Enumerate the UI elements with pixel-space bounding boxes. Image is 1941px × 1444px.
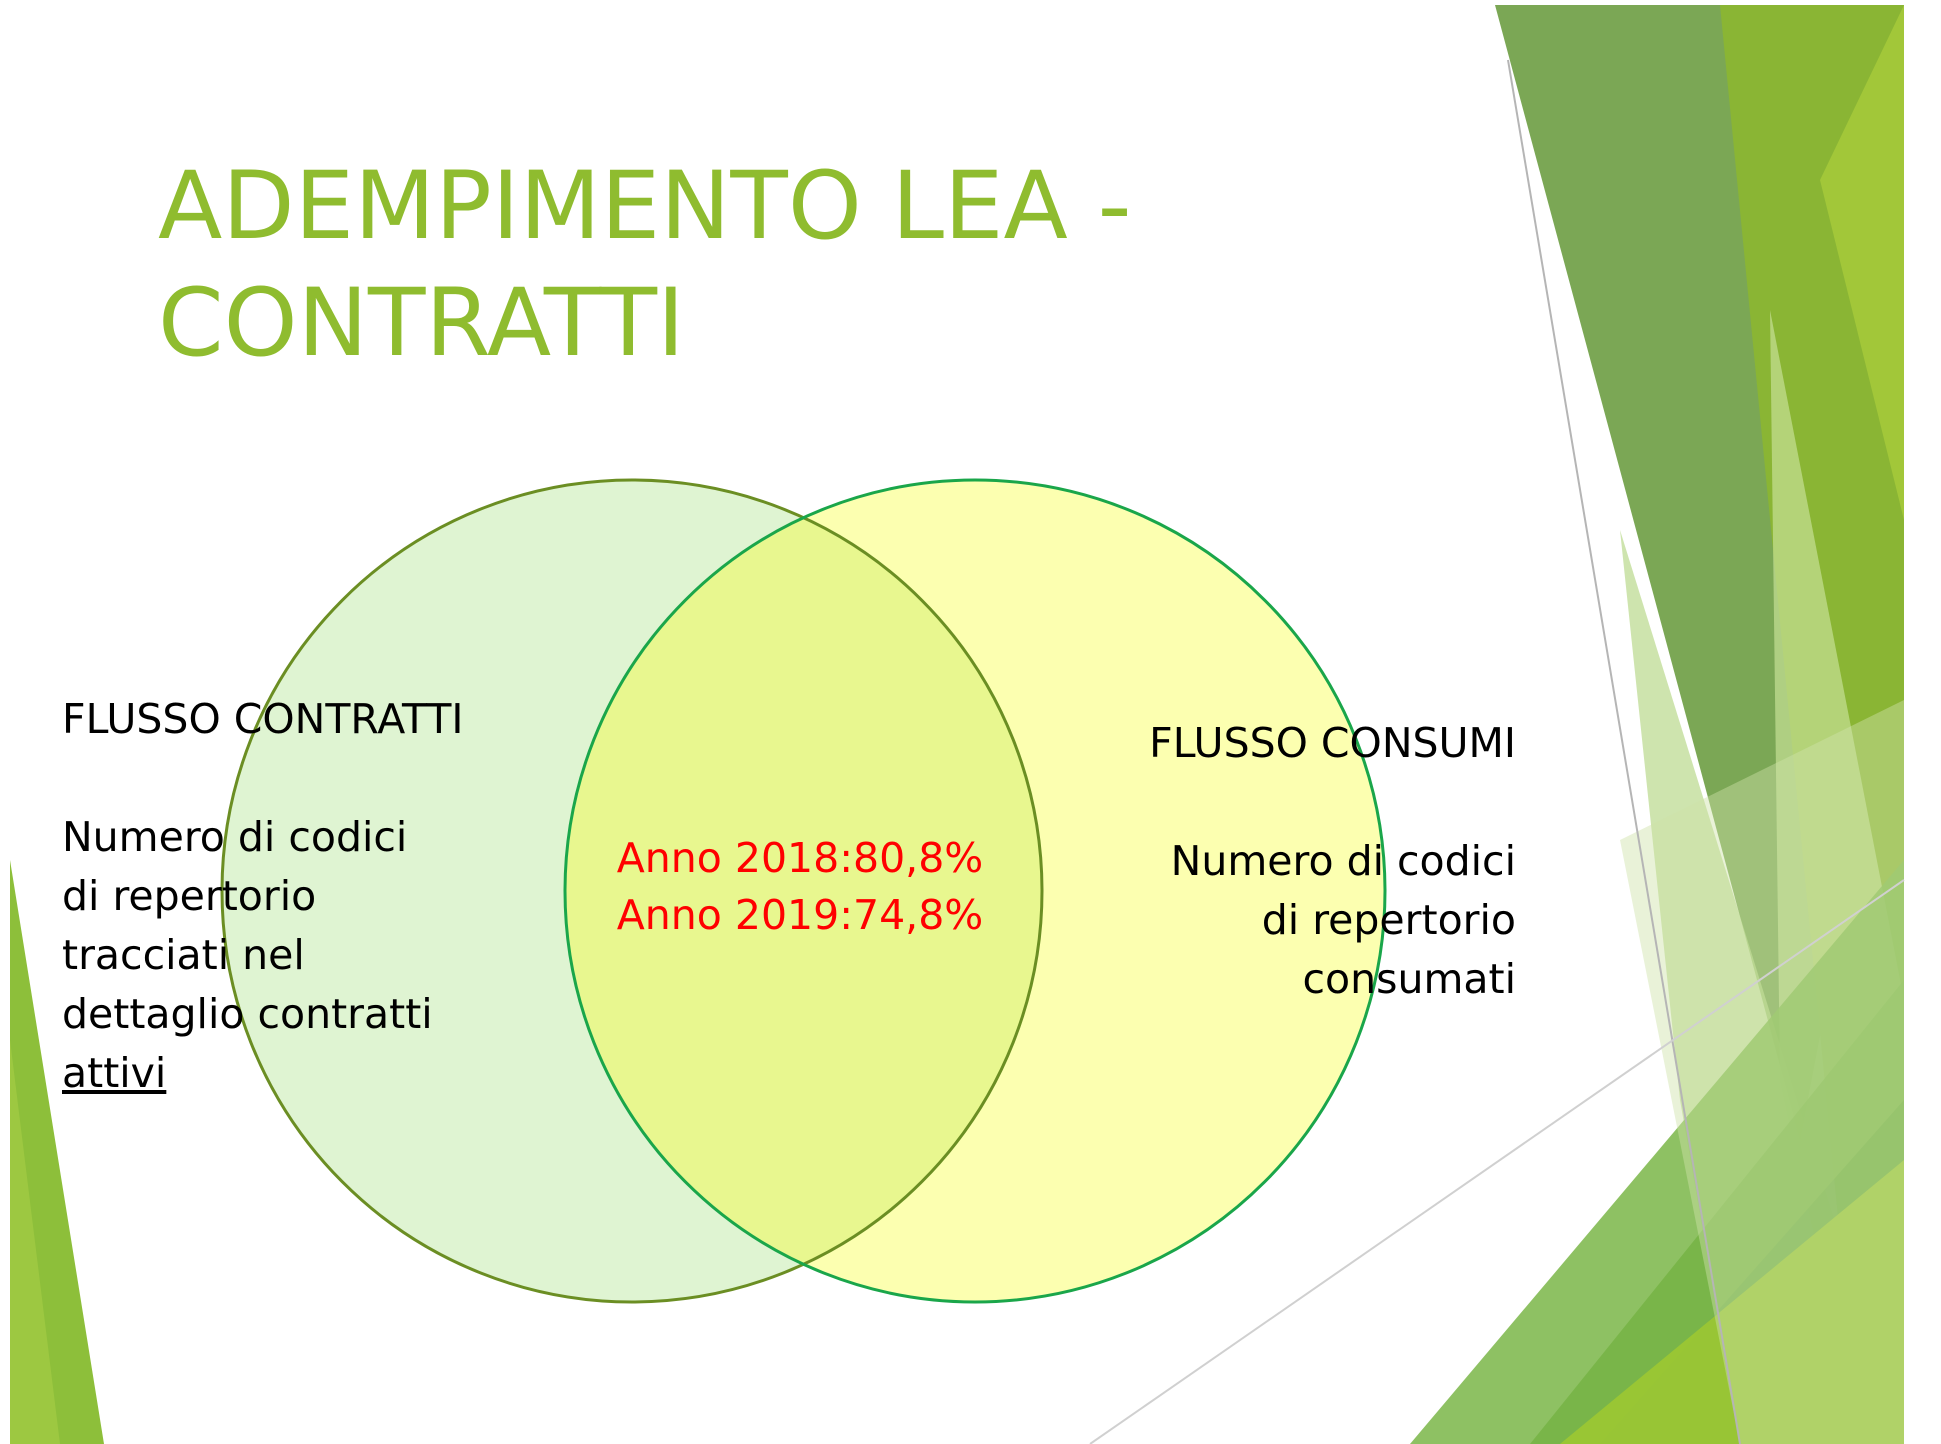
right-set-line: di repertorio (1261, 896, 1516, 944)
decor-facet-7 (1560, 1160, 1904, 1444)
intersection-label: Anno 2018:80,8% Anno 2019:74,8% (560, 830, 1040, 944)
venn-right-outline (563, 478, 1387, 1304)
left-set-line: tracciati nel (62, 931, 305, 979)
venn-overlap-region (565, 480, 1042, 1302)
decor-facet-9 (1620, 700, 1904, 1444)
left-set-underlined-word: attivi (62, 1049, 167, 1097)
right-set-line: consumati (1302, 955, 1517, 1003)
venn-left-outline (220, 478, 1044, 1304)
left-set-label: FLUSSO CONTRATTI Numero di codici di rep… (62, 690, 464, 1103)
decor-facet-8 (1820, 5, 1904, 520)
intersection-line-2018: Anno 2018:80,8% (616, 834, 984, 882)
left-set-heading: FLUSSO CONTRATTI (62, 695, 464, 743)
spacer (62, 749, 464, 808)
title-line-2: CONTRATTI (158, 269, 685, 378)
left-set-line: Numero di codici (62, 813, 408, 861)
right-set-label: FLUSSO CONSUMI Numero di codici di reper… (1000, 714, 1516, 1009)
spacer (1000, 773, 1516, 832)
right-set-line: Numero di codici (1170, 837, 1516, 885)
intersection-line-2019: Anno 2019:74,8% (616, 891, 984, 939)
decor-left-sliver-light (10, 1040, 60, 1444)
right-set-heading: FLUSSO CONSUMI (1149, 719, 1516, 767)
left-set-line: dettaglio contratti (62, 990, 433, 1038)
title-line-1: ADEMPIMENTO LEA - (158, 152, 1132, 261)
decor-facet-6 (1410, 860, 1904, 1444)
slide-title: ADEMPIMENTO LEA - CONTRATTI (158, 148, 1132, 382)
left-set-line: di repertorio (62, 872, 317, 920)
decor-thin-line-1 (1507, 59, 1741, 1444)
decor-thin-line-2 (1089, 879, 1905, 1444)
